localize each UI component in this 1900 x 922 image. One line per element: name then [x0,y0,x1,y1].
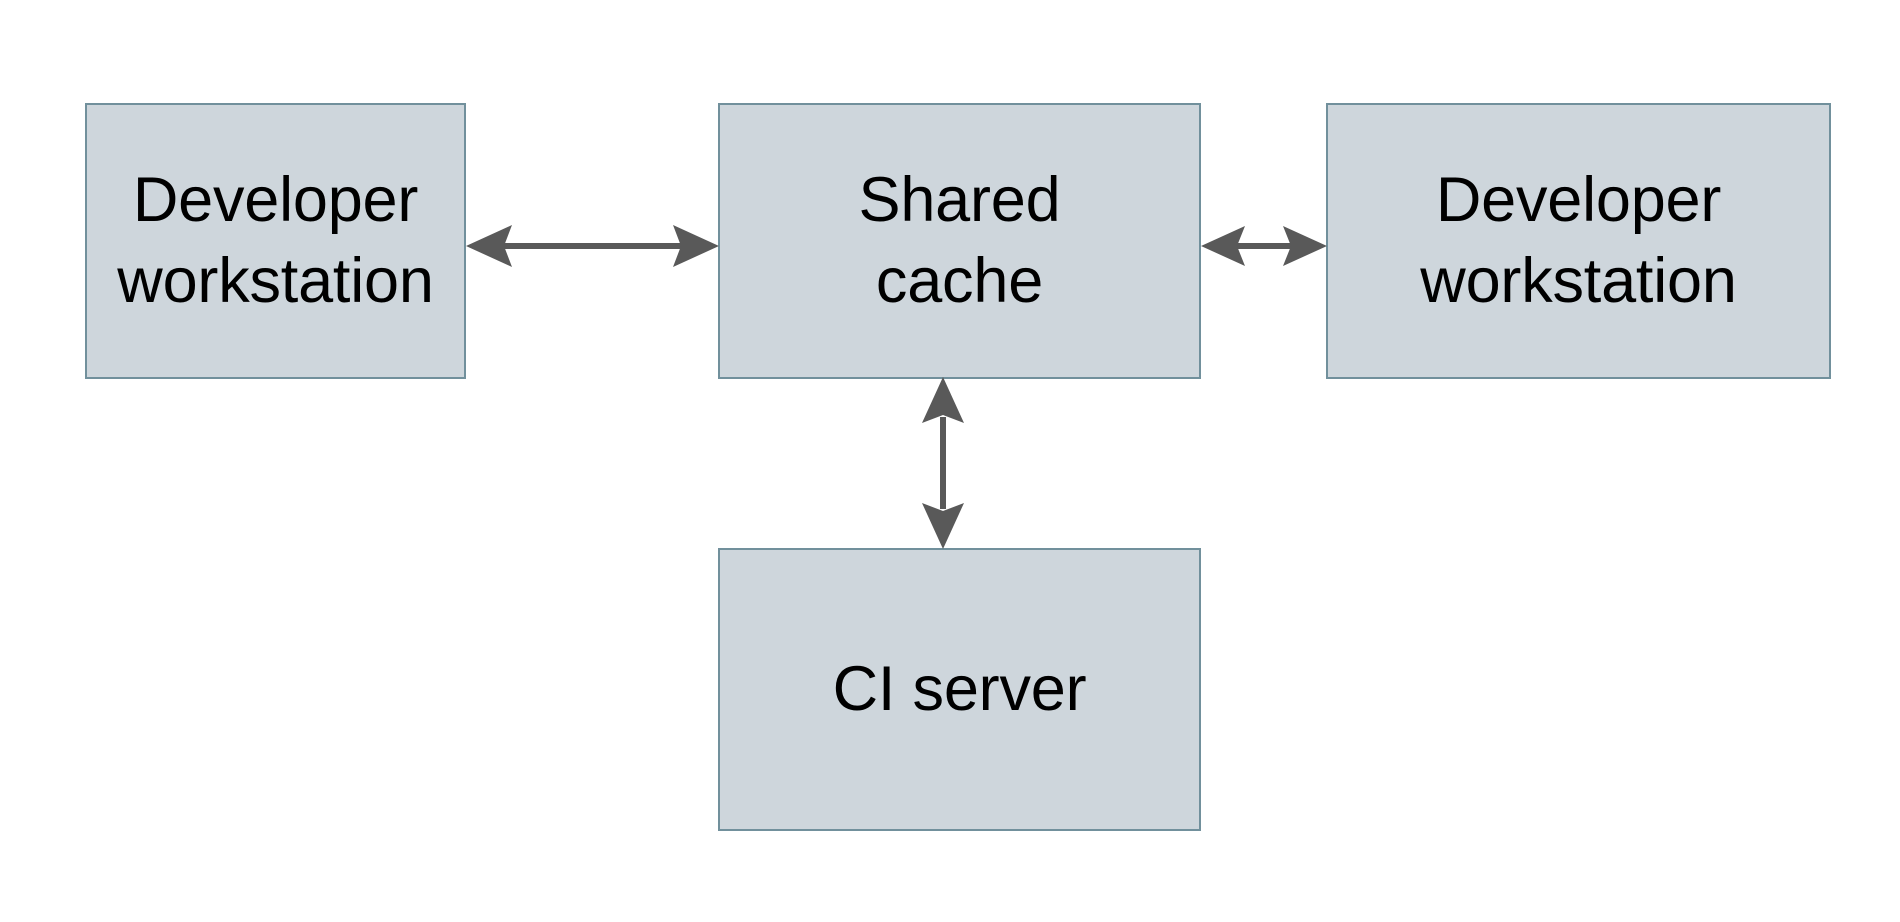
node-label: Developer workstation [1420,165,1737,316]
double-arrow-icon [1201,226,1327,266]
node-developer-workstation-left[interactable]: Developer workstation [85,103,466,379]
edge-shared-cache-to-ci-server [912,377,974,549]
node-label: Developer workstation [117,165,434,316]
edge-developer-workstation-left-to-shared-cache [466,215,719,277]
node-label: Shared cache [858,165,1061,316]
node-shared-cache[interactable]: Shared cache [718,103,1201,379]
node-label: CI server [832,654,1087,725]
node-ci-server[interactable]: CI server [718,548,1201,831]
node-developer-workstation-right[interactable]: Developer workstation [1326,103,1831,379]
edge-shared-cache-to-developer-workstation-right [1201,215,1327,277]
double-arrow-icon [922,377,964,549]
double-arrow-icon [466,225,719,267]
